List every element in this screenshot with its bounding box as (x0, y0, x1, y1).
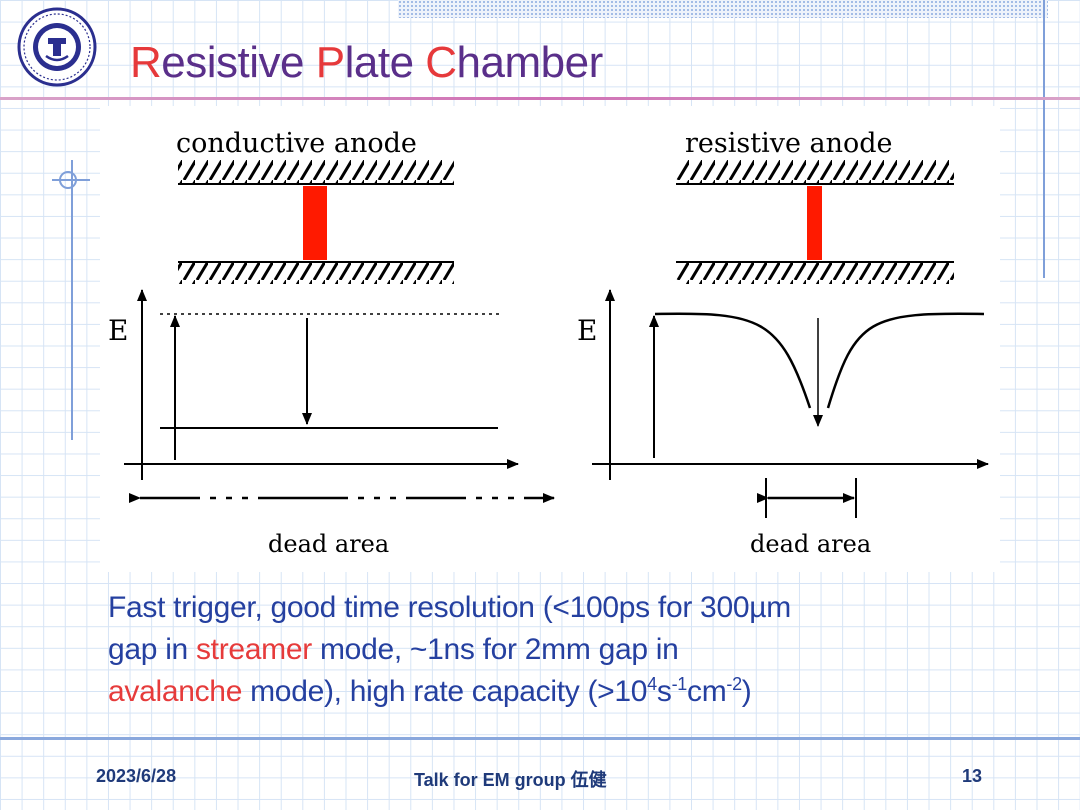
title-divider (0, 97, 1080, 100)
crosshair-decor-icon (52, 160, 90, 440)
anode-plate-right (676, 160, 954, 184)
summary-line-1: Fast trigger, good time resolution (<100… (108, 591, 791, 624)
footer-talk-title: Talk for EM group 伍健 (414, 770, 607, 790)
field-dip-curve-right (654, 312, 812, 409)
university-seal-icon (17, 7, 97, 87)
e-axis-label-left: E (108, 314, 128, 347)
summary-line-2: gap in streamer mode, ~1ns for 2mm gap i… (108, 633, 679, 666)
footer-divider (0, 737, 1080, 740)
rpc-diagram: conductive anode E dead area resistive a… (100, 106, 1000, 572)
avalanche-highlight: avalanche (108, 675, 243, 708)
dead-area-label-left: dead area (268, 530, 389, 558)
footer-date: 2023/6/28 (96, 766, 177, 786)
slide-title: Resistive Plate Chamber (130, 38, 603, 87)
cathode-plate-left (178, 262, 454, 284)
dead-area-label-right: dead area (750, 530, 871, 558)
top-decor-band (398, 0, 1048, 18)
discharge-bar-left (303, 186, 327, 260)
right-decor-line (1043, 0, 1045, 278)
discharge-bar-right (807, 186, 822, 260)
summary-text: Fast trigger, good time resolution (<100… (108, 587, 988, 713)
anode-plate-left (178, 160, 454, 184)
resistive-anode-label: resistive anode (685, 128, 893, 159)
cathode-plate-right (676, 262, 954, 284)
page-number: 13 (962, 766, 983, 786)
e-axis-label-right: E (577, 314, 597, 347)
streamer-highlight: streamer (195, 633, 312, 666)
summary-line-3: avalanche mode), high rate capacity (>10… (108, 674, 752, 708)
conductive-anode-label: conductive anode (176, 128, 417, 159)
